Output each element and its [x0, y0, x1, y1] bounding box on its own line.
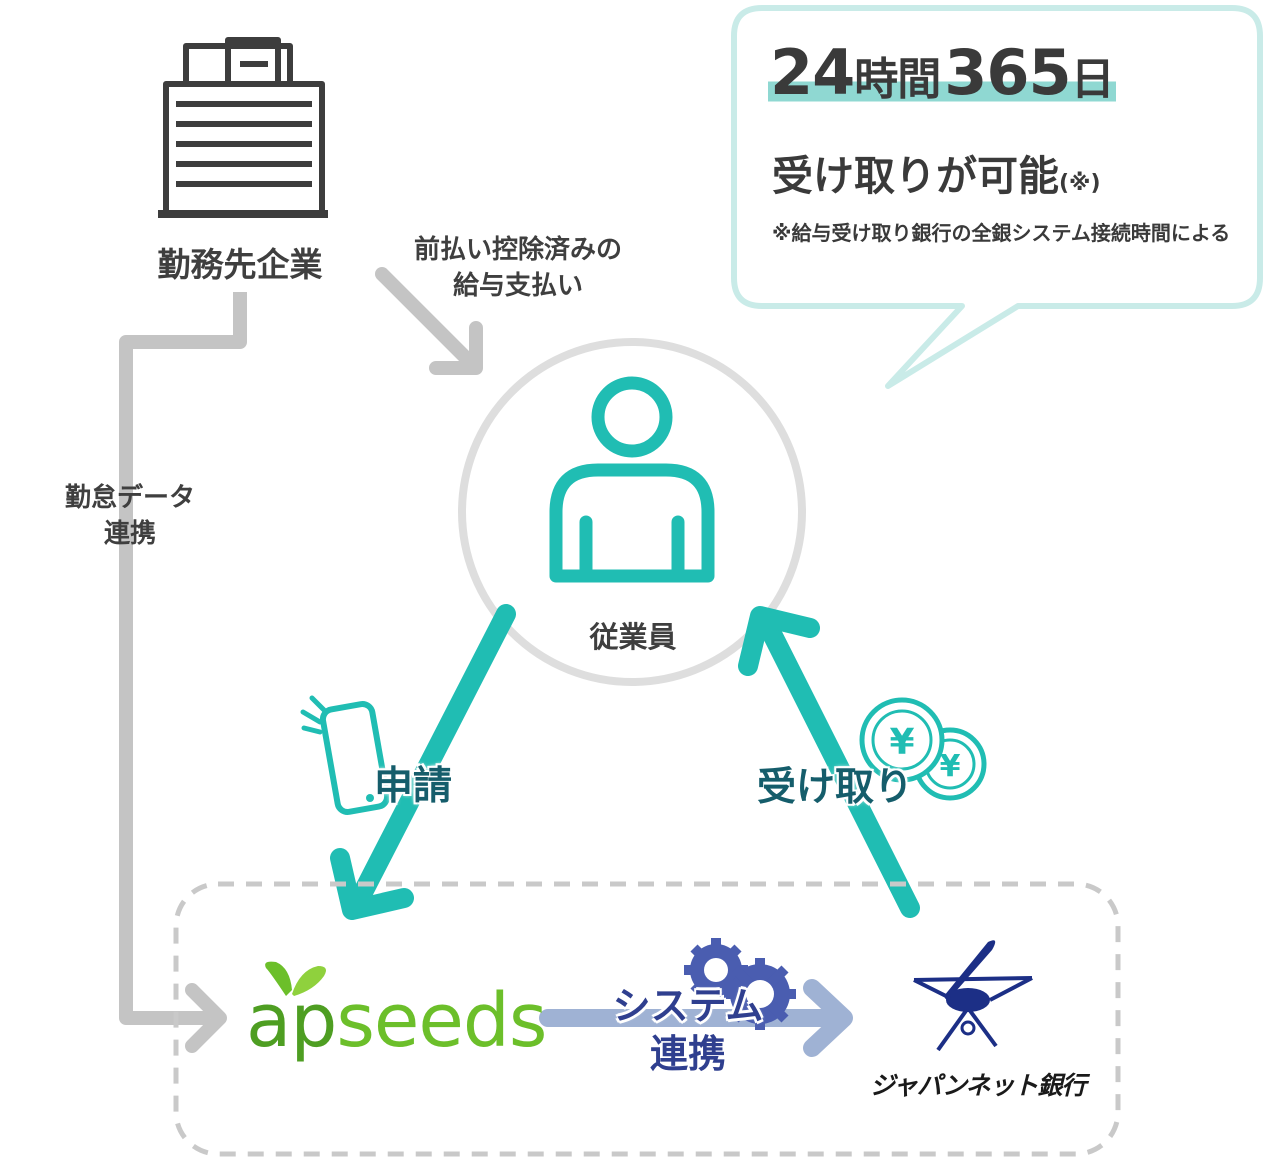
- headline-subtext: 受け取りが可能(※): [772, 142, 1101, 202]
- payment-label-line1: 前払い控除済みの: [413, 235, 622, 265]
- receive-arrow: [756, 612, 920, 918]
- headline-hours-number: 24: [770, 36, 855, 109]
- attendance-label-line2: 連携: [103, 519, 156, 549]
- svg-text:¥: ¥: [940, 749, 961, 784]
- yen-coins-icon: ¥ ¥: [859, 697, 987, 801]
- bank-logo-icon: [913, 940, 1033, 1052]
- sync-label: システム 連携: [578, 982, 798, 1078]
- office-building-icon: [158, 37, 328, 218]
- service-box: [173, 881, 1121, 1157]
- headline-days-number: 365: [944, 36, 1071, 109]
- headline-note-mark: (※): [1059, 171, 1101, 196]
- apseeds-logo-ap: ap: [246, 978, 337, 1064]
- sync-label-line2: 連携: [649, 1032, 726, 1076]
- company-label: 勤務先企業: [157, 245, 323, 284]
- headline-footnote: ※給与受け取り銀行の全銀システム接続時間による: [772, 221, 1231, 245]
- attendance-connector: [119, 292, 247, 1025]
- apply-label: 申請: [374, 764, 453, 809]
- sync-arrowhead: [803, 979, 853, 1057]
- apply-arrow: [348, 604, 516, 912]
- payment-arrow: [375, 267, 479, 371]
- apply-arrowhead: [330, 848, 414, 920]
- employee-label: 従業員: [589, 620, 677, 654]
- person-icon: [549, 376, 715, 583]
- payment-arrowhead: [429, 321, 483, 375]
- svg-text:¥: ¥: [889, 722, 914, 763]
- payment-label: 前払い控除済みの 給与支払い: [388, 232, 648, 304]
- headline-subtext-main: 受け取りが可能: [772, 152, 1059, 200]
- headline-days: 365日: [942, 36, 1116, 109]
- gears-icon: [684, 938, 796, 1030]
- attendance-arrowhead: [185, 983, 227, 1053]
- headline: 24時間365日: [768, 36, 1116, 109]
- smartphone-icon: [300, 695, 391, 815]
- headline-hours: 24時間: [768, 36, 943, 109]
- employee-circle: [458, 338, 806, 686]
- headline-hours-unit: 時間: [854, 54, 941, 105]
- receive-arrowhead: [738, 606, 820, 676]
- sync-label-line1: システム: [612, 984, 764, 1028]
- apseeds-logo: apseeds: [246, 978, 547, 1064]
- headline-days-unit: 日: [1070, 54, 1115, 105]
- attendance-label: 勤怠データ 連携: [40, 480, 220, 552]
- bank-name: ジャパンネット銀行: [870, 1071, 1087, 1100]
- receive-label: 受け取り: [757, 765, 914, 810]
- sprout-icon: [265, 961, 326, 996]
- apseeds-logo-seeds: seeds: [336, 978, 547, 1064]
- attendance-label-line1: 勤怠データ: [64, 483, 195, 513]
- payment-label-line2: 給与支払い: [452, 271, 583, 301]
